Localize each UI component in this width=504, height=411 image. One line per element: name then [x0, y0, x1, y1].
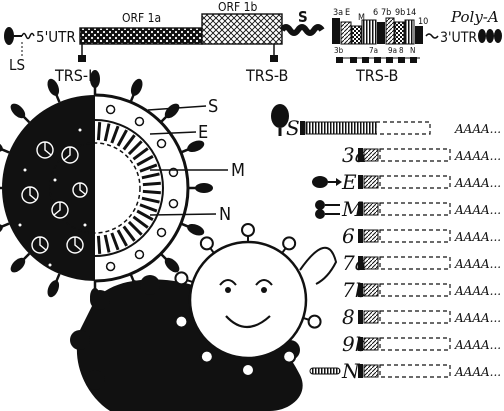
- poly-a-tail-label: AAAA...: [454, 122, 501, 136]
- spike-icon: [164, 257, 180, 273]
- poly-a-tail-label: AAAA...: [454, 230, 501, 244]
- virion-callouts: S E M N: [147, 96, 245, 225]
- trs-b-label-2: TRS-B: [355, 66, 398, 85]
- leader-sequence-label: LS: [9, 56, 25, 74]
- orf-3a-label: 3a: [333, 8, 343, 18]
- virion-label-e: E: [198, 122, 208, 143]
- spike-icon: [0, 140, 3, 153]
- orf-7a-label: 7a: [369, 46, 378, 55]
- leader-sequence-icon: [21, 32, 35, 40]
- smiling-virus-cartoon: [174, 223, 338, 377]
- spike-icon: [47, 280, 60, 298]
- subgenomic-rna-label: 8: [342, 305, 355, 329]
- spike-icon: [187, 140, 205, 153]
- cartoon-left-eye-icon: [219, 279, 237, 286]
- subgenomic-rna-label: N: [341, 359, 361, 383]
- virion-label-m: M: [231, 160, 245, 181]
- poly-a-tail-label: AAAA...: [454, 284, 501, 298]
- membrane-proteins: [96, 104, 179, 272]
- s-protein-icon: [271, 104, 289, 128]
- cartoon-waving-hand-icon: [299, 246, 338, 285]
- orf-9b-label: 9b: [395, 8, 405, 18]
- virion-illustration: [0, 70, 213, 306]
- poly-a-tail-label: AAAA...: [454, 365, 501, 379]
- subgenomic-rna-row: S AAAA...: [271, 104, 501, 140]
- virion-label-s: S: [208, 96, 218, 117]
- orf-14-label: 14: [406, 8, 416, 18]
- subgenomic-rna-row: 6 AAAA...: [342, 224, 501, 248]
- spike-icon: [47, 78, 60, 96]
- poly-a-tail-label: AAAA...: [454, 203, 501, 217]
- subgenomic-rna-row: 9b AAAA...: [342, 332, 501, 356]
- poly-a-tail-label: AAAA...: [454, 257, 501, 271]
- subgenomic-rna-label: S: [286, 116, 300, 140]
- orf-m-label: M: [358, 13, 365, 23]
- five-prime-cap-icon: [4, 27, 14, 45]
- virion-exterior-half: [2, 95, 95, 281]
- surface-dots: [18, 128, 87, 267]
- three-prime-utr-label: 3'UTR: [440, 30, 477, 46]
- orf-3b-label: 3b: [334, 46, 344, 55]
- orf-9a-label: 9a: [388, 46, 397, 55]
- subgenomic-rna-label: 9b: [342, 332, 368, 356]
- virion-label-n: N: [219, 204, 231, 225]
- subgenomic-rna-row: 8 AAAA...: [342, 305, 501, 329]
- cartoon-smile-icon: [225, 315, 271, 329]
- orf1b-segment: [201, 13, 283, 45]
- spike-icon: [187, 223, 205, 236]
- poly-a-tail-label: AAAA...: [454, 338, 501, 352]
- trs-l-label: TRS-L: [54, 66, 96, 85]
- s-gene-segment: [279, 24, 325, 36]
- poly-a-tail-label: AAAA...: [454, 176, 501, 190]
- orf-10-label: 10: [418, 17, 428, 27]
- subgenomic-rna-row: N AAAA...: [309, 359, 501, 383]
- orf-8-label: 8: [399, 46, 404, 55]
- trs-b-cluster-markers: [336, 57, 420, 63]
- five-prime-utr-label: 5'UTR: [36, 28, 76, 46]
- poly-a-tail-label: AAAA...: [454, 311, 501, 325]
- spike-icon: [90, 70, 100, 88]
- m-protein-icon: [315, 200, 325, 210]
- nucleocapsid-core: [49, 142, 141, 234]
- dark-virus-silhouette: [70, 275, 303, 411]
- cartoon-right-eye-icon: [255, 279, 273, 286]
- poly-a-tail-icon: [478, 29, 502, 43]
- subgenomic-rna-label: E: [341, 170, 357, 194]
- subgenomic-rna-row: M AAAA...: [315, 197, 501, 221]
- orf1a-label: ORF 1a: [122, 11, 161, 25]
- spike-icon: [130, 78, 143, 96]
- subgenomic-rna-label: 6: [342, 224, 355, 248]
- accessory-orf-cluster: 3a E M 6 7b 9b 14 10 3b 7a 9a 8 N: [332, 8, 428, 55]
- spike-icon: [10, 257, 26, 273]
- subgenomic-rna-label: M: [341, 197, 363, 221]
- subgenomic-rna-label: 7b: [342, 278, 368, 302]
- e-protein-icon: [312, 176, 328, 188]
- spike-icon: [10, 103, 26, 119]
- trs-l-marker: [78, 55, 86, 62]
- orf1b-label: ORF 1b: [218, 0, 258, 14]
- surface-markings: [21, 141, 88, 254]
- trs-b-label-1: TRS-B: [245, 66, 288, 85]
- genome-track: LS 5'UTR ORF 1a ORF 1b S 3a E M 6 7b 9b: [4, 0, 502, 85]
- s-gene-label: S: [298, 8, 308, 26]
- trs-b-marker: [270, 55, 278, 62]
- orf-6-label: 6: [373, 8, 378, 18]
- orf-e-label: E: [345, 8, 350, 18]
- spike-icon: [164, 103, 180, 119]
- orf-7b-label: 7b: [381, 8, 391, 18]
- subgenomic-rna-row: E AAAA...: [312, 170, 501, 194]
- subgenomic-rna-row: 7b AAAA...: [342, 278, 501, 302]
- orf-n-label: N: [410, 46, 415, 55]
- spike-icon: [195, 183, 213, 193]
- poly-a-tail-label: AAAA...: [454, 149, 501, 163]
- orf1a-segment: [79, 27, 203, 45]
- n-protein-icon: [309, 367, 341, 375]
- poly-a-label: Poly-A: [450, 8, 499, 26]
- spike-icon: [0, 223, 3, 236]
